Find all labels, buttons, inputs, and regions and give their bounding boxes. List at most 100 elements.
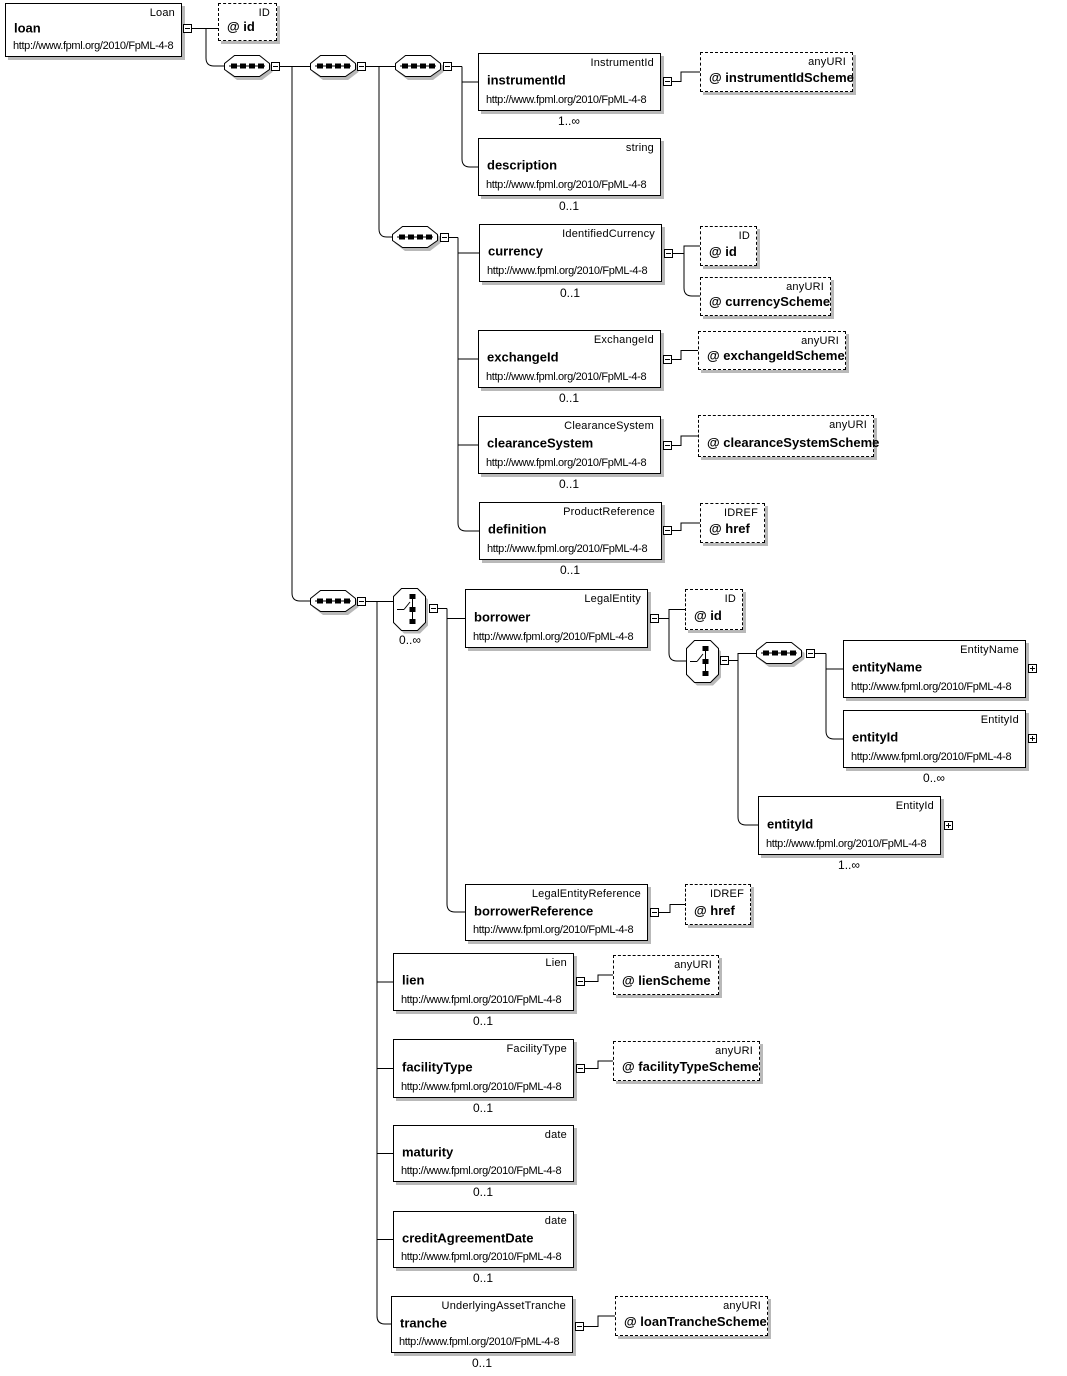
occurrence-label: 0..1 [559, 563, 581, 577]
sequence-icon[interactable] [392, 226, 441, 252]
collapse-icon[interactable] [575, 1322, 584, 1331]
collapse-icon[interactable] [576, 977, 585, 986]
element-creditAgreementDate[interactable]: date creditAgreementDate http://www.fpml… [393, 1211, 574, 1268]
namespace-label: http://www.fpml.org/2010/FpML-4-8 [486, 371, 647, 383]
attribute-id-loan[interactable]: ID @ id [218, 3, 277, 41]
element-clearanceSystem[interactable]: ClearanceSystem clearanceSystem http://w… [478, 416, 661, 474]
attribute-clearanceSystemScheme[interactable]: anyURI @ clearanceSystemScheme [698, 415, 879, 457]
namespace-label: http://www.fpml.org/2010/FpML-4-8 [487, 265, 648, 277]
type-label: anyURI [723, 1300, 761, 1312]
type-label: ID [258, 7, 270, 19]
choice-icon[interactable] [686, 640, 722, 686]
collapse-icon[interactable] [271, 62, 280, 71]
attribute-id-currency[interactable]: ID @ id [700, 226, 757, 266]
element-name: borrowerReference [474, 903, 594, 919]
type-label: InstrumentId [590, 57, 654, 69]
expand-icon[interactable] [1028, 734, 1037, 743]
occurrence-label: 0..1 [559, 286, 581, 300]
attribute-facilityTypeScheme[interactable]: anyURI @ facilityTypeScheme [613, 1041, 760, 1081]
type-label: UnderlyingAssetTranche [441, 1300, 566, 1312]
choice-icon[interactable] [393, 588, 429, 634]
expand-icon[interactable] [944, 821, 953, 830]
element-entityId-second[interactable]: EntityId entityId http://www.fpml.org/20… [758, 796, 941, 855]
type-label: Lien [545, 957, 567, 969]
attribute-currencyScheme[interactable]: anyURI @ currencyScheme [700, 277, 831, 316]
occurrence-label: 1..∞ [838, 858, 860, 872]
attribute-href-definition[interactable]: IDREF @ href [700, 503, 765, 543]
sequence-icon[interactable] [310, 55, 359, 81]
element-borrower[interactable]: LegalEntity borrower http://www.fpml.org… [465, 589, 648, 648]
element-name: borrower [474, 609, 531, 625]
element-entityId-first[interactable]: EntityId entityId http://www.fpml.org/20… [843, 710, 1026, 768]
collapse-icon[interactable] [806, 649, 815, 658]
type-label: ID [724, 593, 736, 605]
occurrence-label: 0..1 [471, 1356, 493, 1370]
element-borrowerReference[interactable]: LegalEntityReference borrowerReference h… [465, 884, 648, 941]
collapse-icon[interactable] [650, 614, 659, 623]
element-maturity[interactable]: date maturity http://www.fpml.org/2010/F… [393, 1125, 574, 1182]
namespace-label: http://www.fpml.org/2010/FpML-4-8 [851, 751, 1012, 763]
attribute-name: @ href [694, 903, 735, 918]
element-loan[interactable]: Loan loan http://www.fpml.org/2010/FpML-… [5, 3, 182, 57]
attribute-name: @ clearanceSystemScheme [707, 435, 880, 450]
collapse-icon[interactable] [183, 24, 192, 33]
expand-icon[interactable] [1028, 664, 1037, 673]
collapse-icon[interactable] [443, 62, 452, 71]
type-label: ClearanceSystem [564, 420, 654, 432]
attribute-instrumentIdScheme[interactable]: anyURI @ instrumentIdScheme [700, 52, 854, 92]
collapse-icon[interactable] [664, 249, 673, 258]
type-label: IDREF [724, 507, 758, 519]
collapse-icon[interactable] [720, 656, 729, 665]
element-name: tranche [400, 1315, 447, 1331]
collapse-icon[interactable] [663, 526, 672, 535]
namespace-label: http://www.fpml.org/2010/FpML-4-8 [486, 94, 647, 106]
occurrence-label: 1..∞ [558, 114, 580, 128]
type-label: IdentifiedCurrency [562, 228, 655, 240]
element-description[interactable]: string description http://www.fpml.org/2… [478, 138, 661, 196]
element-lien[interactable]: Lien lien http://www.fpml.org/2010/FpML-… [393, 953, 574, 1011]
type-label: EntityId [980, 714, 1019, 726]
element-instrumentId[interactable]: InstrumentId instrumentId http://www.fpm… [478, 53, 661, 111]
collapse-icon[interactable] [357, 597, 366, 606]
attribute-lienScheme[interactable]: anyURI @ lienScheme [613, 955, 719, 995]
namespace-label: http://www.fpml.org/2010/FpML-4-8 [766, 838, 927, 850]
type-label: FacilityType [506, 1043, 567, 1055]
element-facilityType[interactable]: FacilityType facilityType http://www.fpm… [393, 1039, 574, 1098]
collapse-icon[interactable] [576, 1064, 585, 1073]
sequence-icon[interactable] [310, 590, 359, 616]
collapse-icon[interactable] [357, 62, 366, 71]
attribute-id-borrower[interactable]: ID @ id [685, 589, 743, 630]
type-label: ExchangeId [593, 334, 654, 346]
sequence-icon[interactable] [224, 55, 273, 81]
element-exchangeId[interactable]: ExchangeId exchangeId http://www.fpml.or… [478, 330, 661, 388]
occurrence-label: 0..∞ [399, 633, 421, 647]
attribute-name: @ id [227, 19, 255, 34]
element-entityName[interactable]: EntityName entityName http://www.fpml.or… [843, 640, 1026, 698]
occurrence-label: 0..∞ [923, 771, 945, 785]
attribute-exchangeIdScheme[interactable]: anyURI @ exchangeIdScheme [698, 331, 846, 370]
sequence-icon[interactable] [756, 642, 805, 668]
collapse-icon[interactable] [440, 233, 449, 242]
type-label: anyURI [674, 959, 712, 971]
collapse-icon[interactable] [663, 355, 672, 364]
collapse-icon[interactable] [663, 441, 672, 450]
element-name: entityId [852, 729, 899, 745]
collapse-icon[interactable] [650, 908, 659, 917]
collapse-icon[interactable] [429, 604, 438, 613]
type-label: ProductReference [563, 506, 655, 518]
attribute-name: @ id [709, 244, 737, 259]
sequence-icon[interactable] [395, 55, 444, 81]
attribute-name: @ exchangeIdScheme [707, 348, 845, 363]
collapse-icon[interactable] [663, 77, 672, 86]
element-name: entityName [852, 659, 923, 675]
element-name: lien [402, 972, 425, 988]
element-currency[interactable]: IdentifiedCurrency currency http://www.f… [479, 224, 662, 282]
attribute-name: @ lienScheme [622, 973, 711, 988]
attribute-loanTrancheScheme[interactable]: anyURI @ loanTrancheScheme [615, 1296, 768, 1336]
namespace-label: http://www.fpml.org/2010/FpML-4-8 [401, 1081, 562, 1093]
attribute-href-borrowerReference[interactable]: IDREF @ href [685, 884, 751, 925]
element-tranche[interactable]: UnderlyingAssetTranche tranche http://ww… [391, 1296, 573, 1353]
element-definition[interactable]: ProductReference definition http://www.f… [479, 502, 662, 560]
